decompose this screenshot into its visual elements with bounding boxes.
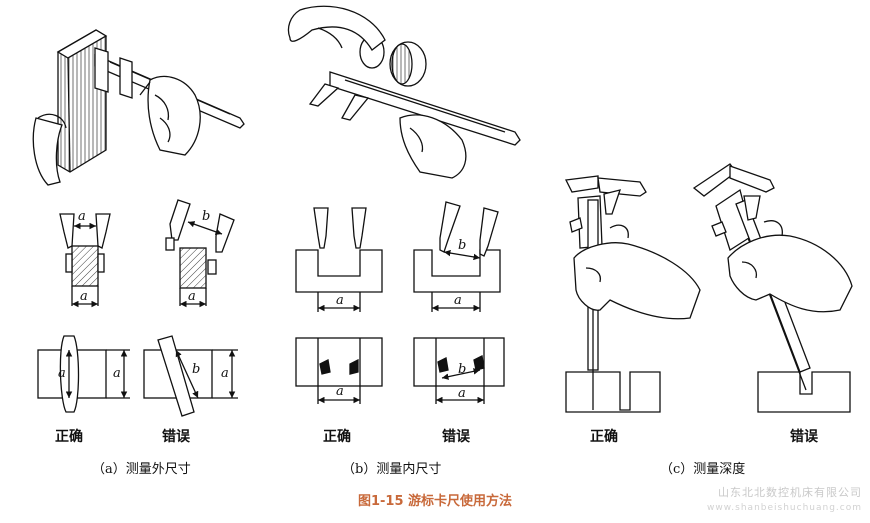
depth-correct-illustration [565,175,701,413]
label-correct-depth: 正确 [590,429,618,445]
dim-b-inner-wrong-slot: b [458,238,467,253]
outer-correct-shaft [37,335,130,413]
dim-a-inner-wrong-hole: a [458,386,466,401]
subtitle-outer-dimension: （a）测量外尺寸 [92,462,191,477]
dim-a-outer-correct-top: a [78,209,86,224]
subtitle-inner-dimension: （b）测量内尺寸 [342,462,442,477]
dim-b-outer-wrong: b [202,209,211,224]
inner-measure-hand-illustration [287,5,521,179]
dim-a-outer-correct-bottom: a [80,289,88,304]
outer-measure-hand-illustration [32,29,245,186]
dim-b-inner-wrong-hole: b [458,362,467,377]
dim-a-inner-wrong-slot: a [454,293,462,308]
depth-wrong-illustration [692,163,853,413]
watermark-company: 山东北北数控机床有限公司 [718,486,862,499]
label-wrong-outer: 错误 [162,429,190,445]
inner-wrong-hole [413,337,505,404]
dim-a-shaft-wrong-outer: a [221,366,229,381]
label-wrong-depth: 错误 [790,429,818,445]
inner-correct-slot [295,207,383,312]
dim-a-inner-correct-slot: a [336,293,344,308]
outer-wrong-jaws [165,199,235,308]
dim-b-shaft-wrong: b [192,362,201,377]
label-correct-inner: 正确 [323,429,351,445]
figure-caption: 图1-15 游标卡尺使用方法 [357,494,513,509]
outer-correct-jaws [59,213,111,308]
dim-a-shaft-correct-inner: a [58,366,66,381]
inner-wrong-slot [413,201,501,312]
inner-correct-hole [295,337,383,404]
subtitle-depth: （c）测量深度 [660,462,746,477]
label-correct-outer: 正确 [55,429,83,445]
watermark-url: www.shanbeishuchuang.com [707,503,862,513]
label-wrong-inner: 错误 [442,429,470,445]
outer-wrong-shaft [143,335,238,417]
dim-a-inner-correct-hole: a [336,384,344,399]
dim-a-outer-wrong-bottom: a [188,289,196,304]
dim-a-shaft-correct-outer: a [113,366,121,381]
